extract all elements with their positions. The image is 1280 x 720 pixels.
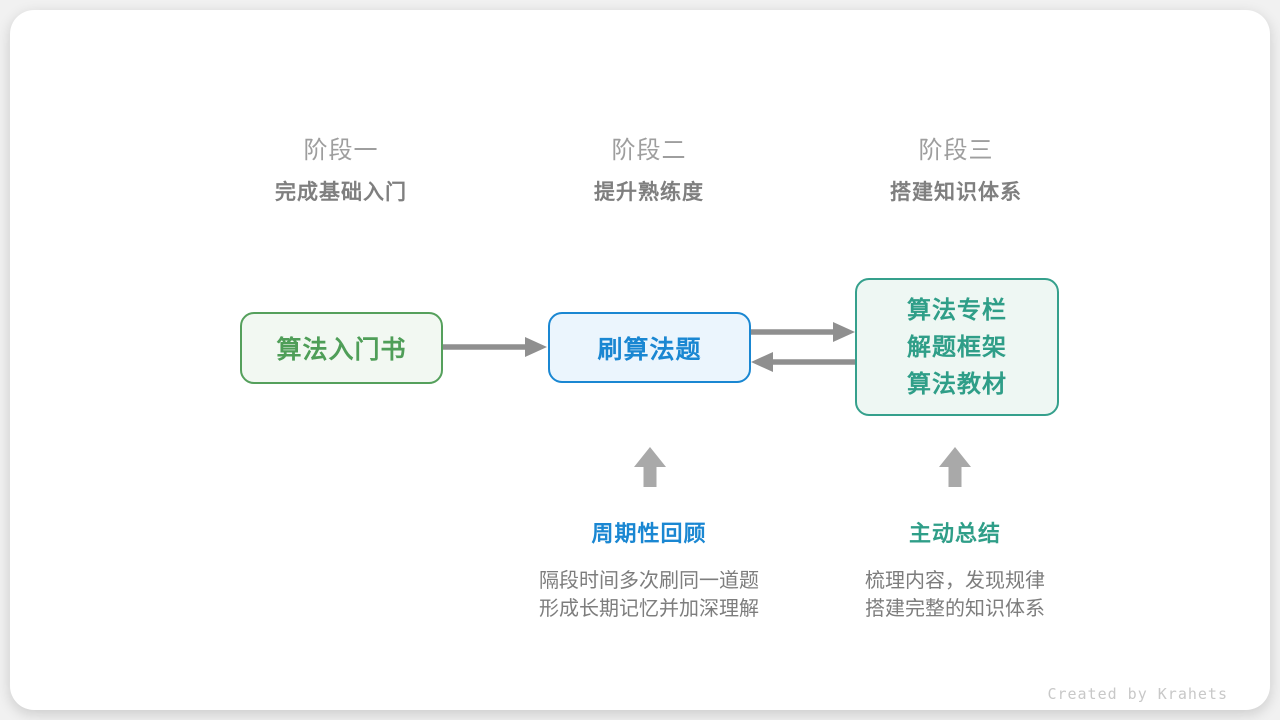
annotation-periodic-review-label: 周期性回顾	[591, 521, 707, 546]
arrow-left-icon	[751, 352, 855, 372]
stage-1-header: 阶段一 完成基础入门	[181, 137, 501, 206]
annotation-active-summary-label: 主动总结	[908, 521, 1001, 546]
annotation-active-summary: 主动总结 梳理内容，发现规律 搭建完整的知识体系	[785, 521, 1125, 623]
node-practice-problems: 刷算法题	[548, 312, 751, 383]
stage-2-title: 阶段二	[611, 137, 687, 164]
node-intro-book-label: 算法入门书	[276, 336, 407, 364]
arrow-right-icon	[443, 337, 547, 357]
arrow-up-icon	[939, 447, 971, 487]
node-intro-book: 算法入门书	[240, 312, 443, 384]
stage-1-title: 阶段一	[303, 137, 379, 164]
stage-2-subtitle: 提升熟练度	[594, 181, 704, 204]
annotation-active-summary-desc: 梳理内容，发现规律 搭建完整的知识体系	[785, 567, 1125, 623]
arrow-right-icon	[751, 322, 855, 342]
desc-line: 搭建完整的知识体系	[865, 598, 1045, 620]
annotation-periodic-review: 周期性回顾 隔段时间多次刷同一道题 形成长期记忆并加深理解	[479, 521, 819, 623]
stage-3-subtitle: 搭建知识体系	[890, 181, 1022, 204]
node-knowledge-resources: 算法专栏 解题框架 算法教材	[855, 278, 1059, 416]
stage-2-header: 阶段二 提升熟练度	[489, 137, 809, 206]
node-resource-line-2: 解题框架	[907, 333, 1007, 361]
arrow-up-icon	[634, 447, 666, 487]
credit-text: Created by Krahets	[1047, 685, 1228, 703]
node-practice-problems-label: 刷算法题	[597, 335, 702, 364]
diagram-card: 阶段一 完成基础入门 阶段二 提升熟练度 阶段三 搭建知识体系 算法入门书 刷算…	[10, 10, 1270, 710]
annotation-periodic-review-desc: 隔段时间多次刷同一道题 形成长期记忆并加深理解	[479, 567, 819, 623]
node-resource-line-3: 算法教材	[907, 370, 1007, 398]
desc-line: 形成长期记忆并加深理解	[539, 598, 759, 620]
stage-3-title: 阶段三	[918, 137, 994, 164]
stage-1-subtitle: 完成基础入门	[275, 181, 407, 204]
stage-3-header: 阶段三 搭建知识体系	[796, 137, 1116, 206]
desc-line: 隔段时间多次刷同一道题	[539, 570, 759, 592]
node-resource-line-1: 算法专栏	[907, 296, 1007, 324]
desc-line: 梳理内容，发现规律	[865, 570, 1045, 592]
